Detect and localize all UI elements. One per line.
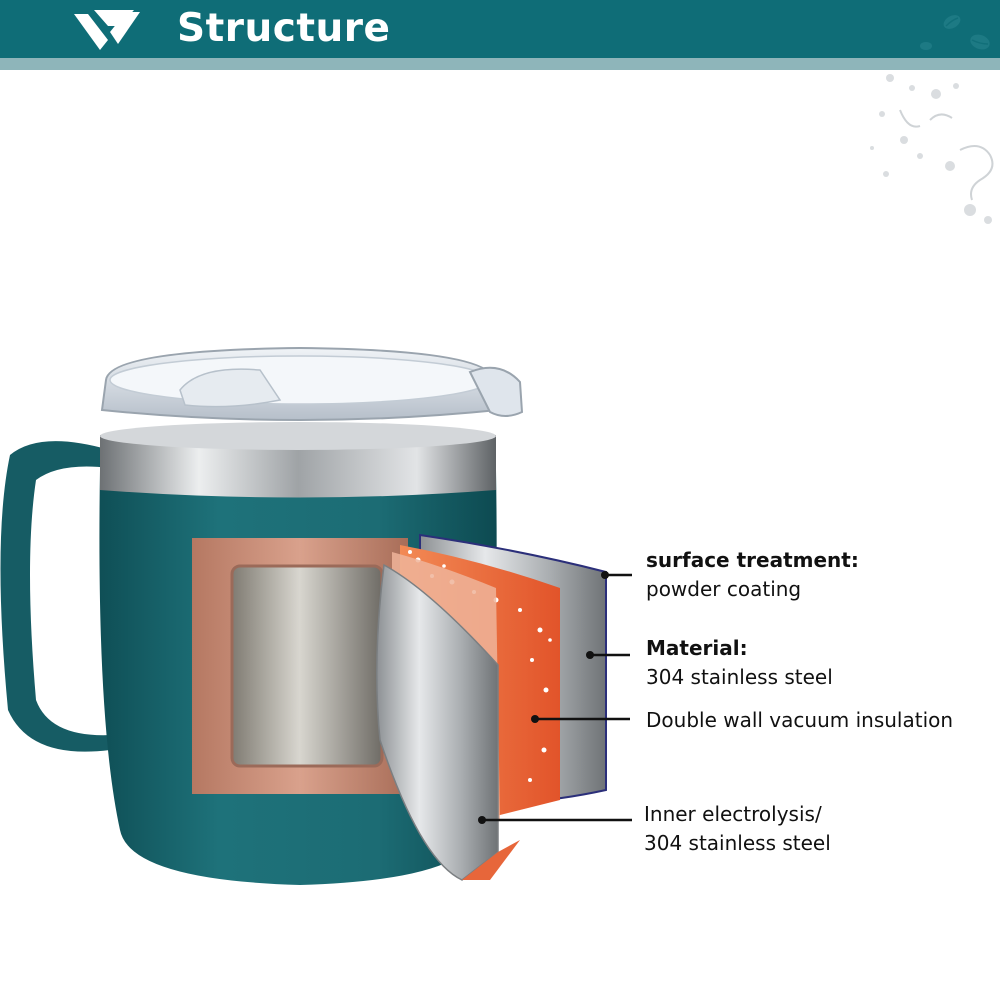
- water-splash-icon: [870, 74, 994, 224]
- callout-text: Double wall vacuum insulation: [646, 708, 954, 732]
- header-stripe: [0, 58, 1000, 70]
- callout-surface-treatment: surface treatment: powder coating: [646, 546, 859, 604]
- mug-cutaway-illustration: [0, 346, 607, 885]
- callout-heading: Material:: [646, 636, 748, 660]
- double-chevron-logo-icon: [74, 10, 140, 50]
- callout-text: powder coating: [646, 577, 802, 601]
- callout-vacuum-insulation: Double wall vacuum insulation: [646, 706, 953, 735]
- callout-inner-layer: Inner electrolysis/ 304 stainless steel: [644, 800, 831, 858]
- callout-material: Material: 304 stainless steel: [646, 634, 833, 692]
- callout-heading: surface treatment:: [646, 548, 859, 572]
- callout-text: 304 stainless steel: [646, 665, 833, 689]
- callout-line: Inner electrolysis/: [644, 802, 822, 826]
- page-title: Structure: [177, 6, 391, 51]
- coffee-beans-icon: [920, 15, 990, 50]
- callout-line: 304 stainless steel: [644, 831, 831, 855]
- header-bar: Structure: [0, 0, 1000, 58]
